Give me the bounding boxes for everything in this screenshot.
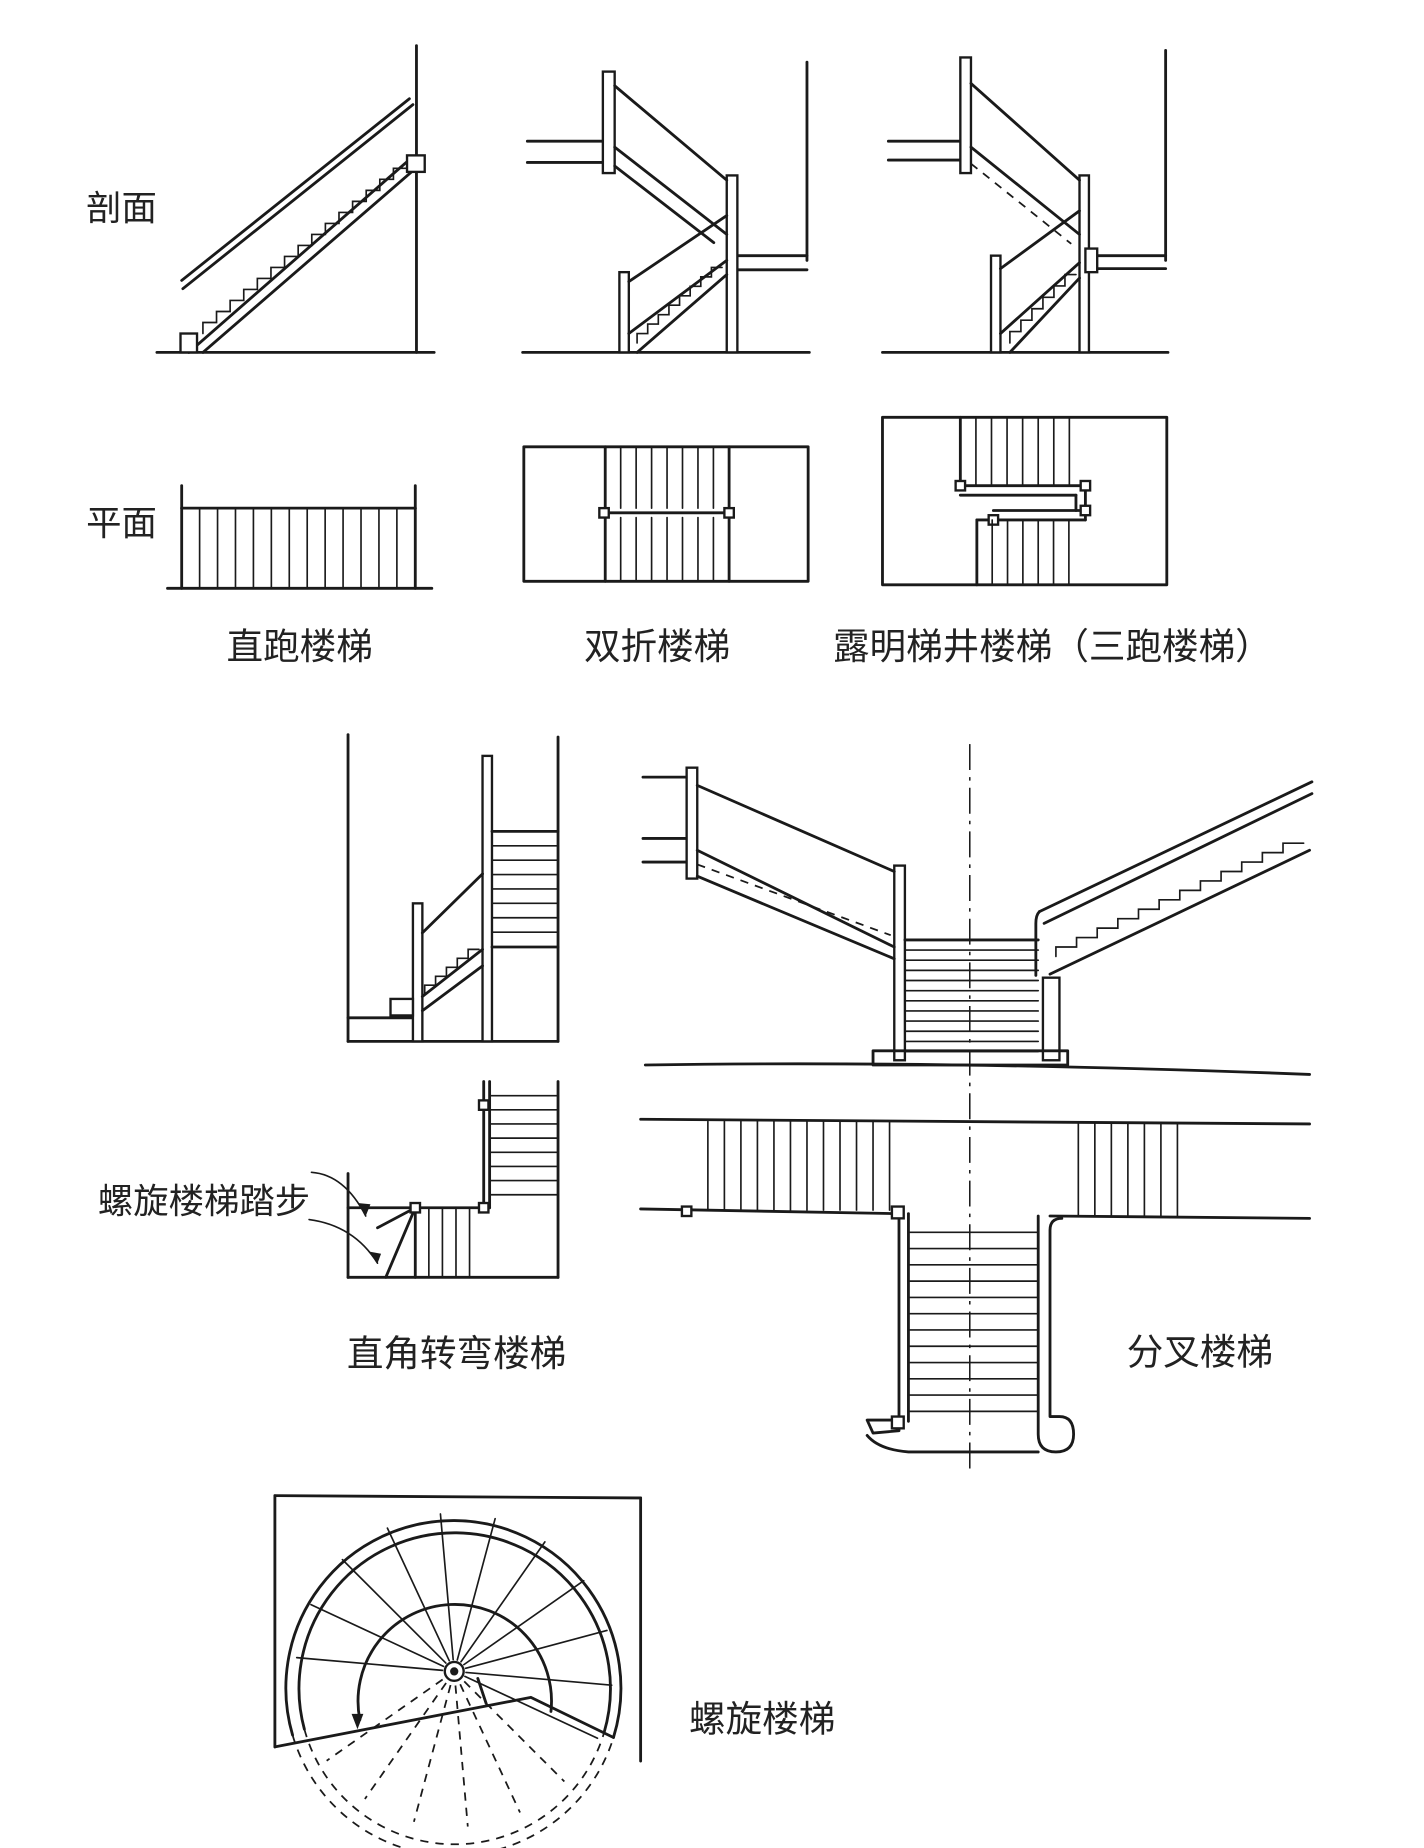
spiral-caption: 螺旋楼梯 [689, 1698, 835, 1741]
double-return-plan [522, 445, 810, 583]
bifurcated-section [641, 744, 1314, 1476]
straight-run-section [155, 44, 436, 354]
double-return-caption: 双折楼梯 [584, 625, 730, 668]
spiral-plan [273, 1494, 643, 1848]
straight-run-plan [166, 484, 434, 590]
plan-label: 平面 [86, 503, 157, 544]
double-return-section [521, 60, 811, 354]
open-well-section [881, 48, 1170, 354]
right-angle-caption: 直角转弯楼梯 [347, 1332, 566, 1375]
open-well-plan [881, 415, 1169, 587]
right-angle-plan [308, 1080, 560, 1279]
section-label: 剖面 [86, 188, 157, 229]
right-angle-section [346, 733, 560, 1043]
spiral-step-label: 螺旋楼梯踏步 [98, 1182, 310, 1223]
straight-run-caption: 直跑楼梯 [227, 625, 373, 668]
bifurcated-plan [639, 1117, 1311, 1454]
open-well-caption: 露明梯井楼梯（三跑楼梯） [833, 625, 1272, 668]
bifurcated-caption: 分叉楼梯 [1127, 1331, 1273, 1374]
